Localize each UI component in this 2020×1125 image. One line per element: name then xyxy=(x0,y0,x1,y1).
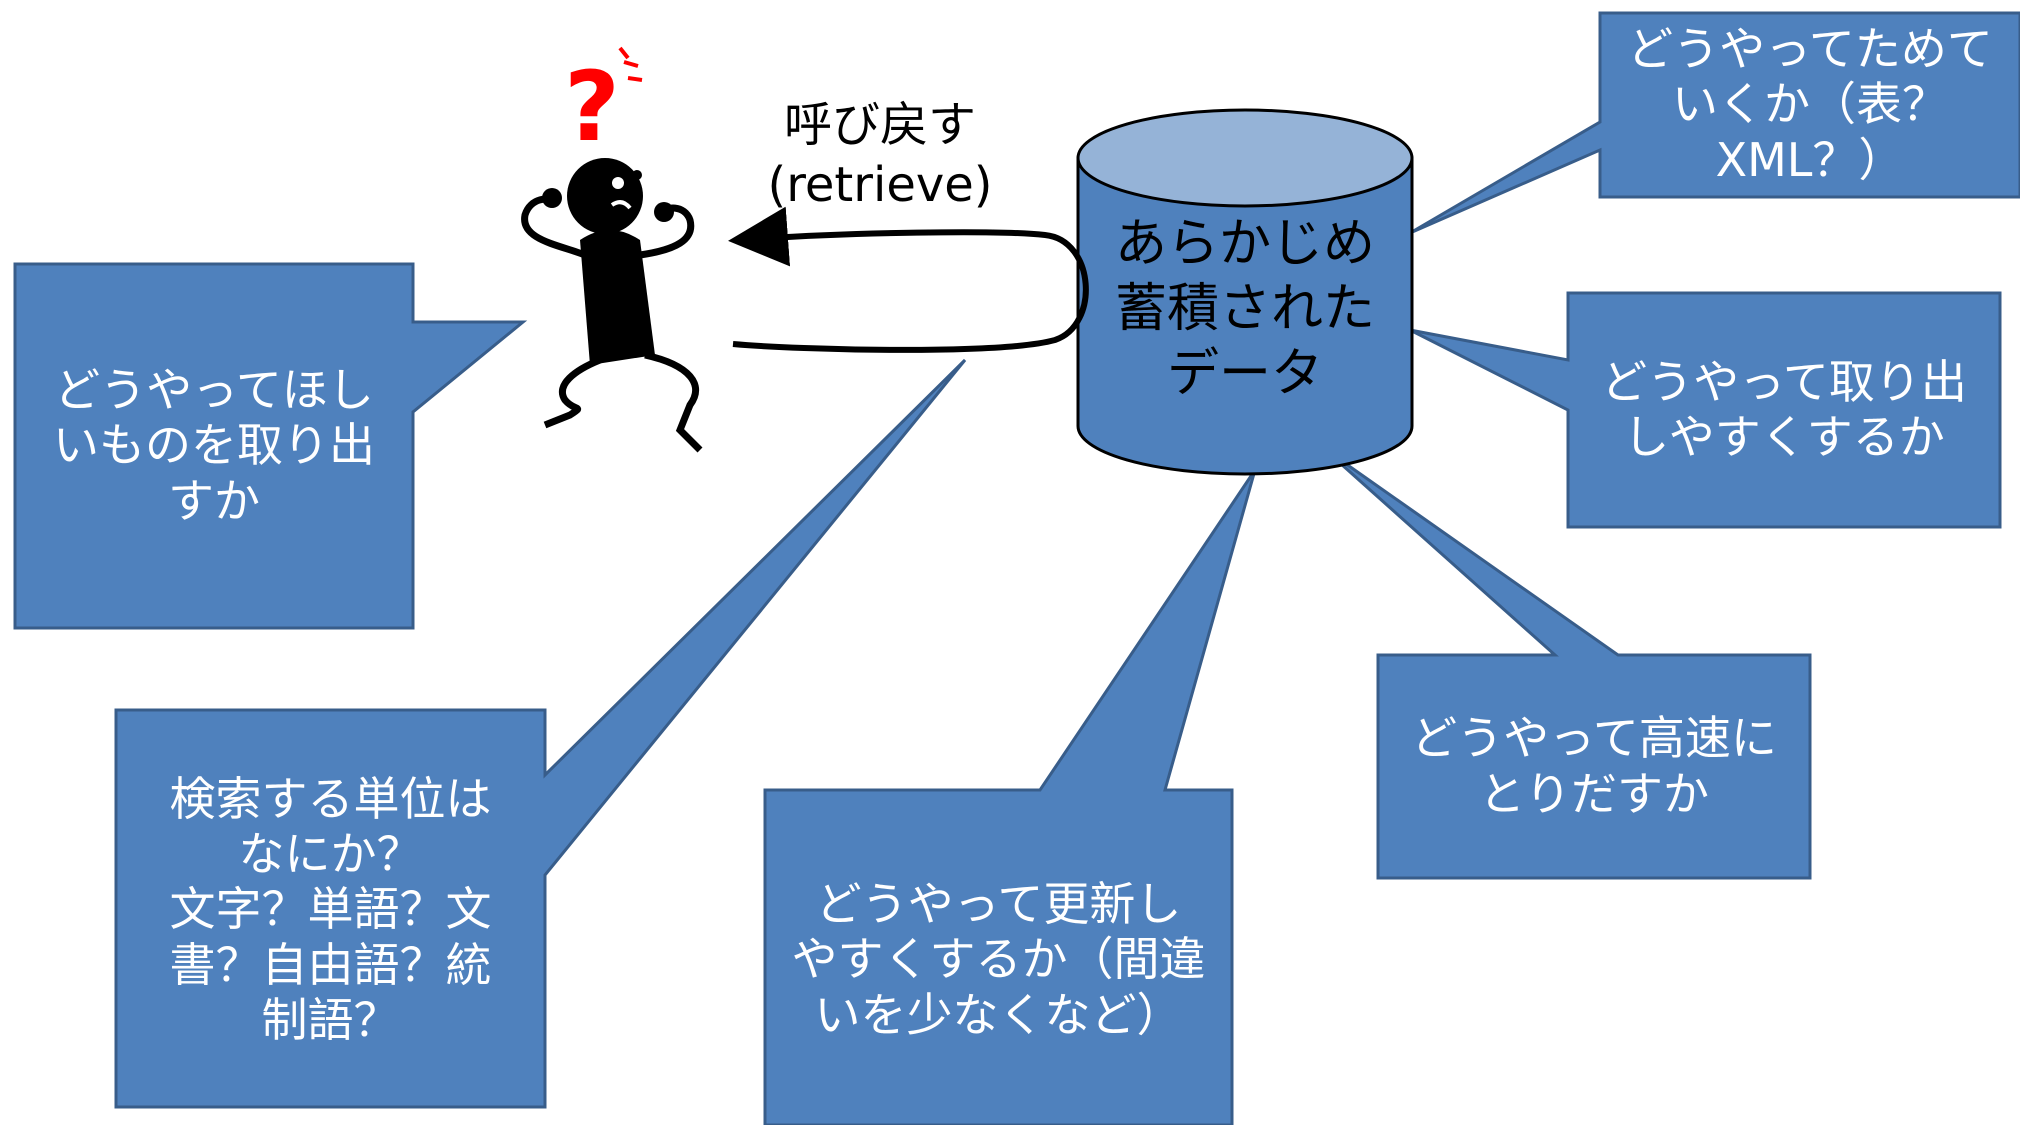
callout-how-to-update-text: どうやって更新し やすくするか（間違 いを少なくなど） xyxy=(765,860,1232,1060)
callout-how-to-get-wanted xyxy=(13,262,528,630)
callout-line: どうやってためて xyxy=(1627,22,1993,77)
callout-line: XML？） xyxy=(1715,132,1905,187)
callout-line: 検索する単位は xyxy=(169,772,492,827)
callout-line: とりだすか xyxy=(1479,766,1709,821)
retrieve-label-jp: 呼び戻す xyxy=(783,97,976,153)
callout-line: いくか（表？ xyxy=(1672,77,1948,132)
database-label-line2: 蓄積された xyxy=(1114,279,1375,339)
callout-how-to-get-wanted-text: どうやってほし いものを取り出 すか xyxy=(15,264,413,628)
callout-line: 文字？単語？文 xyxy=(169,882,492,937)
callout-how-to-store xyxy=(1409,11,2020,235)
callout-line: いものを取り出 xyxy=(53,418,375,473)
callout-how-to-store-text: どうやってためて いくか（表？ XML？） xyxy=(1600,13,2020,197)
callout-line: どうやって高速に xyxy=(1411,711,1777,766)
svg-text:?: ? xyxy=(564,51,620,163)
callout-line: やすくするか（間違 xyxy=(791,932,1206,987)
database-label: あらかじめ 蓄積された データ xyxy=(1090,212,1400,407)
callout-how-to-fast xyxy=(1321,445,1812,880)
callout-line: いを少なくなど） xyxy=(814,987,1183,1042)
callout-line: しやすくするか xyxy=(1623,410,1945,464)
confused-stick-figure-icon: ? xyxy=(521,46,703,453)
callout-line: 制語？ xyxy=(261,992,400,1047)
curved-arrow-icon xyxy=(728,206,1089,353)
callout-how-to-extract-easily xyxy=(1409,291,2002,529)
retrieve-label: 呼び戻す (retrieve) xyxy=(740,95,1020,215)
callout-line: なにか？ xyxy=(238,827,423,882)
callout-line: どうやって更新し xyxy=(815,877,1182,932)
retrieve-label-en: (retrieve) xyxy=(767,157,993,213)
callout-how-to-fast-text: どうやって高速に とりだすか xyxy=(1378,655,1810,878)
database-cylinder-icon xyxy=(1076,108,1414,476)
callout-line: 書？自由語？統 xyxy=(169,937,492,992)
database-label-line3: データ xyxy=(1166,344,1323,404)
callout-line: どうやって取り出 xyxy=(1601,354,1967,409)
callout-how-to-extract-easily-text: どうやって取り出 しやすくするか xyxy=(1568,293,2000,527)
callout-search-unit xyxy=(114,358,967,1109)
database-label-line1: あらかじめ xyxy=(1114,214,1375,274)
callout-search-unit-text: 検索する単位は なにか？ 文字？単語？文 書？自由語？統 制語？ xyxy=(116,740,545,1080)
callout-line: すか xyxy=(168,473,260,528)
callout-how-to-update xyxy=(763,469,1257,1125)
callout-line: どうやってほし xyxy=(54,363,374,418)
